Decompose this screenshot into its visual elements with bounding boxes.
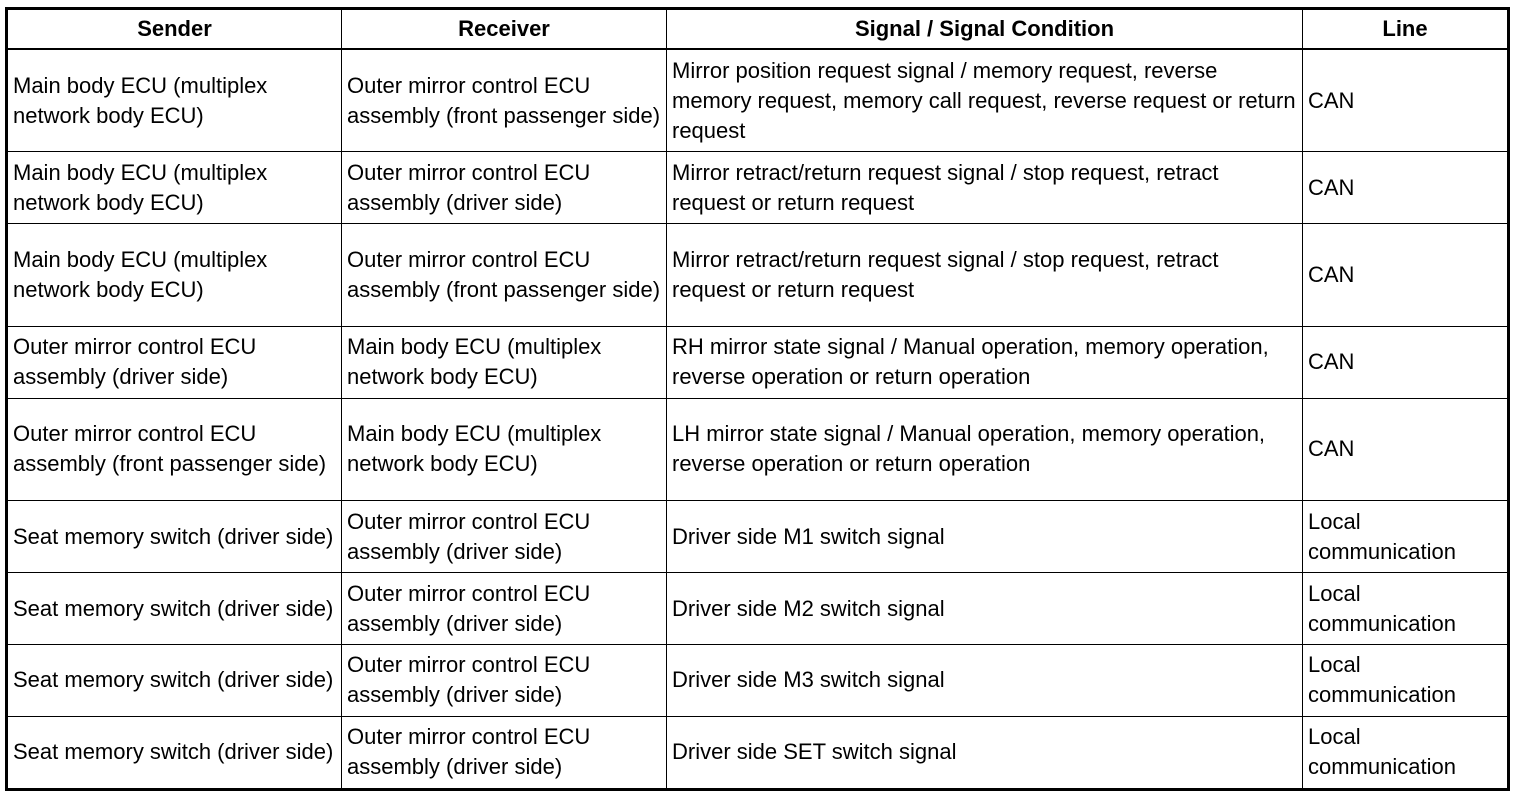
table-header-row: Sender Receiver Signal / Signal Conditio… xyxy=(6,8,1509,50)
table-row: Seat memory switch (driver side) Outer m… xyxy=(6,644,1509,717)
header-sender: Sender xyxy=(6,8,342,50)
signal-table: Sender Receiver Signal / Signal Conditio… xyxy=(5,7,1510,791)
table-row: Seat memory switch (driver side) Outer m… xyxy=(6,572,1509,645)
table-row: Seat memory switch (driver side) Outer m… xyxy=(6,715,1509,791)
cell-line: Local communication xyxy=(1302,572,1509,645)
cell-signal: LH mirror state signal / Manual operatio… xyxy=(666,397,1303,502)
cell-receiver: Outer mirror control ECU assembly (drive… xyxy=(341,151,667,225)
cell-sender: Seat memory switch (driver side) xyxy=(6,572,342,645)
cell-line: CAN xyxy=(1302,151,1509,225)
cell-signal: RH mirror state signal / Manual operatio… xyxy=(666,325,1303,399)
cell-line: CAN xyxy=(1302,48,1509,153)
cell-signal: Mirror retract/return request signal / s… xyxy=(666,223,1303,327)
cell-signal: Driver side M2 switch signal xyxy=(666,572,1303,645)
cell-receiver: Outer mirror control ECU assembly (front… xyxy=(341,223,667,327)
table-row: Outer mirror control ECU assembly (front… xyxy=(6,397,1509,502)
cell-line: Local communication xyxy=(1302,644,1509,717)
cell-sender: Outer mirror control ECU assembly (drive… xyxy=(6,325,342,399)
cell-receiver: Outer mirror control ECU assembly (drive… xyxy=(341,715,667,791)
cell-line: CAN xyxy=(1302,223,1509,327)
table-row: Main body ECU (multiplex network body EC… xyxy=(6,223,1509,327)
table-row: Outer mirror control ECU assembly (drive… xyxy=(6,325,1509,399)
cell-sender: Main body ECU (multiplex network body EC… xyxy=(6,48,342,153)
table-row: Seat memory switch (driver side) Outer m… xyxy=(6,500,1509,574)
cell-receiver: Main body ECU (multiplex network body EC… xyxy=(341,325,667,399)
cell-sender: Seat memory switch (driver side) xyxy=(6,715,342,791)
cell-line: Local communication xyxy=(1302,715,1509,791)
cell-signal: Driver side M3 switch signal xyxy=(666,644,1303,717)
cell-receiver: Outer mirror control ECU assembly (drive… xyxy=(341,572,667,645)
cell-line: Local communication xyxy=(1302,500,1509,574)
cell-signal: Mirror retract/return request signal / s… xyxy=(666,151,1303,225)
header-receiver: Receiver xyxy=(341,8,667,50)
cell-receiver: Outer mirror control ECU assembly (drive… xyxy=(341,500,667,574)
cell-line: CAN xyxy=(1302,397,1509,502)
table-row: Main body ECU (multiplex network body EC… xyxy=(6,151,1509,225)
cell-sender: Main body ECU (multiplex network body EC… xyxy=(6,151,342,225)
cell-signal: Driver side M1 switch signal xyxy=(666,500,1303,574)
cell-signal: Driver side SET switch signal xyxy=(666,715,1303,791)
cell-sender: Seat memory switch (driver side) xyxy=(6,500,342,574)
cell-receiver: Outer mirror control ECU assembly (drive… xyxy=(341,644,667,717)
table-row: Main body ECU (multiplex network body EC… xyxy=(6,48,1509,153)
header-line: Line xyxy=(1302,8,1509,50)
cell-receiver: Main body ECU (multiplex network body EC… xyxy=(341,397,667,502)
header-signal: Signal / Signal Condition xyxy=(666,8,1303,50)
cell-sender: Main body ECU (multiplex network body EC… xyxy=(6,223,342,327)
cell-receiver: Outer mirror control ECU assembly (front… xyxy=(341,48,667,153)
cell-sender: Seat memory switch (driver side) xyxy=(6,644,342,717)
cell-line: CAN xyxy=(1302,325,1509,399)
cell-signal: Mirror position request signal / memory … xyxy=(666,48,1303,153)
signal-table-container: Sender Receiver Signal / Signal Conditio… xyxy=(5,7,1510,791)
cell-sender: Outer mirror control ECU assembly (front… xyxy=(6,397,342,502)
